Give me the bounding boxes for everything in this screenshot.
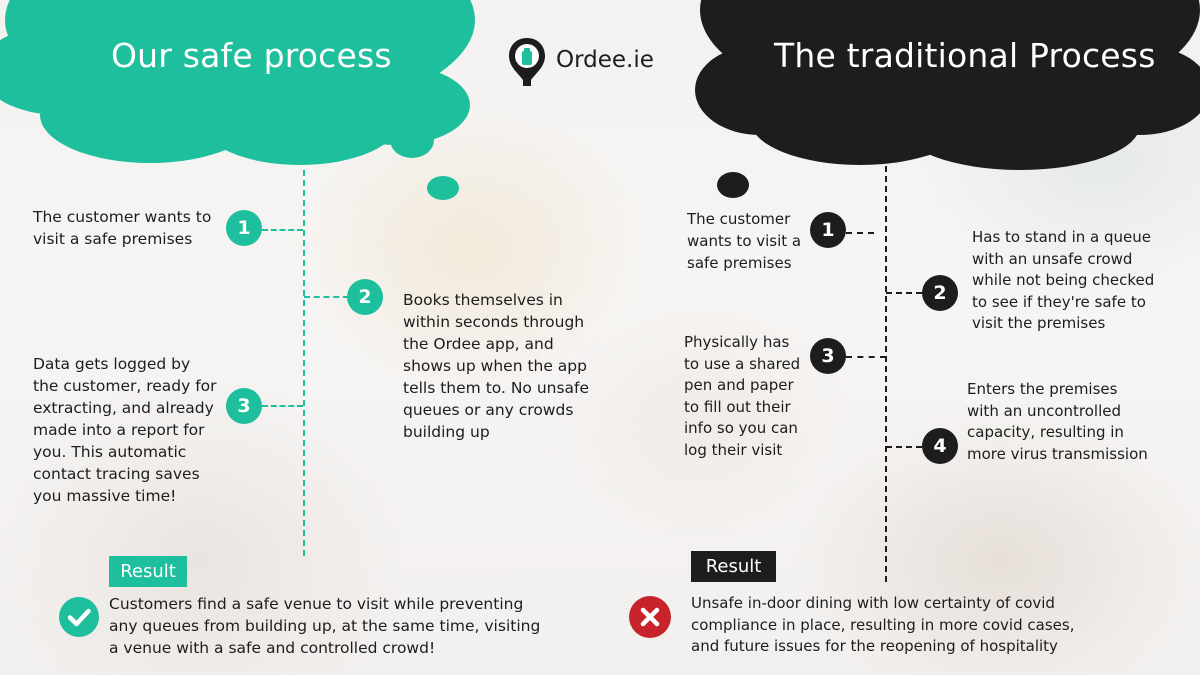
right-title: The traditional Process: [774, 36, 1156, 75]
teal-thought-cloud: [0, 0, 475, 200]
right-step-1-text: The customer wants to visit a safe premi…: [687, 210, 802, 272]
left-connector-2: [304, 296, 349, 298]
right-connector-3: [846, 356, 886, 358]
left-connector-1: [262, 229, 303, 231]
left-connector-3: [262, 405, 303, 407]
right-connector-2: [886, 292, 922, 294]
right-timeline: [885, 166, 887, 582]
check-icon: [59, 597, 99, 637]
right-result-label: Result: [691, 551, 776, 582]
right-result-text: Unsafe in-door dining with low certainty…: [691, 594, 1075, 655]
right-step-3-text: Physically has to use a shared pen and p…: [684, 333, 801, 459]
left-step-1-text: The customer wants to visit a safe premi…: [33, 208, 212, 248]
right-step-1-number: 1: [810, 212, 846, 248]
dark-thought-cloud: [695, 0, 1200, 198]
brand-name: Ordee.ie: [556, 47, 654, 73]
left-result-label: Result: [109, 556, 187, 587]
left-result-text: Customers find a safe venue to visit whi…: [109, 595, 541, 657]
left-timeline: [303, 170, 305, 556]
left-step-2-text: Books themselves in within seconds throu…: [403, 291, 590, 441]
right-connector-1: [846, 232, 874, 234]
right-step-4-text: Enters the premises with an uncontrolled…: [967, 380, 1148, 463]
cross-icon: [629, 596, 671, 638]
left-step-1-number: 1: [226, 210, 262, 246]
location-pin-icon: [509, 38, 545, 86]
right-step-4-number: 4: [922, 428, 958, 464]
right-step-2-text: Has to stand in a queue with an unsafe c…: [972, 228, 1155, 332]
right-connector-4: [886, 446, 922, 448]
right-step-3-number: 3: [810, 338, 846, 374]
left-title: Our safe process: [111, 36, 392, 75]
cloud-shapes: [0, 0, 1200, 200]
left-step-2-number: 2: [347, 279, 383, 315]
right-step-2-number: 2: [922, 275, 958, 311]
left-step-3-number: 3: [226, 388, 262, 424]
left-step-3-text: Data gets logged by the customer, ready …: [33, 355, 217, 505]
ordee-logo: Ordee.ie: [506, 34, 654, 90]
